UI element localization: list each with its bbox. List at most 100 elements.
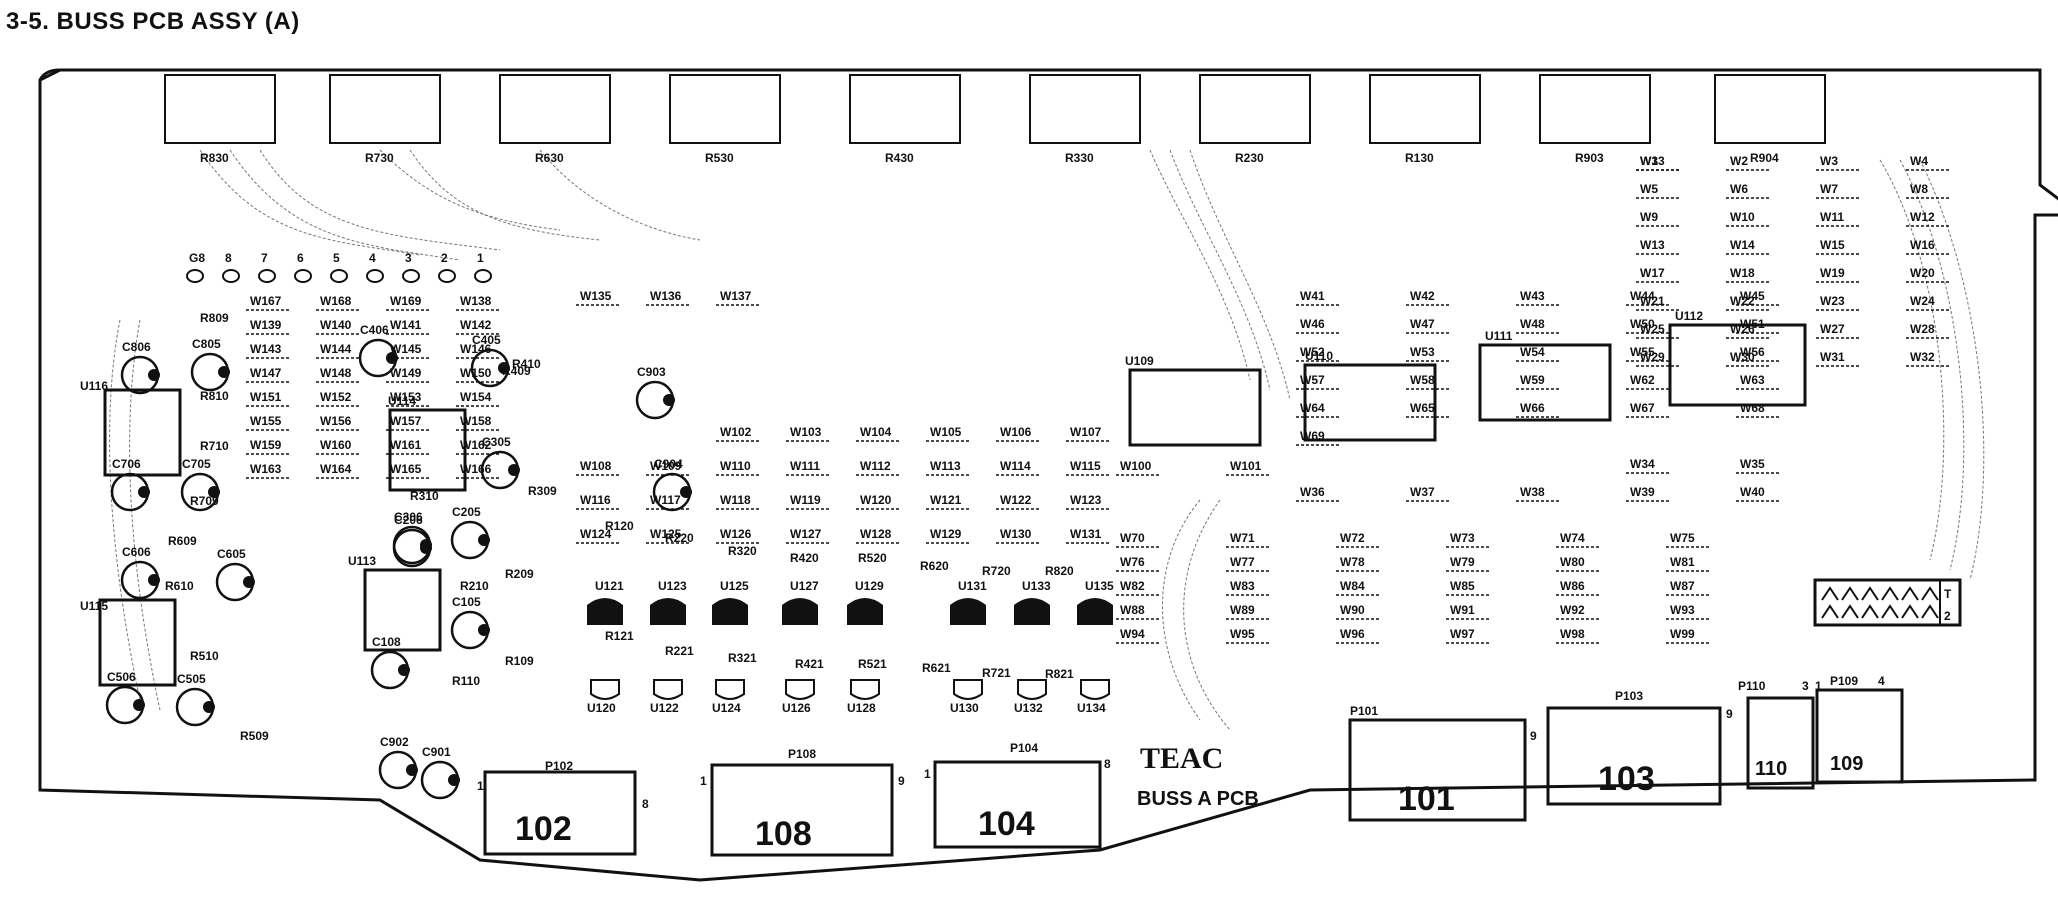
jumper-w122: W122	[996, 493, 1040, 510]
resistor-r709: R709	[190, 494, 219, 508]
jumper-w106: W106	[996, 425, 1040, 442]
resistor-r620: R620	[920, 559, 949, 573]
jumper-w135: W135	[576, 289, 620, 306]
jumper-w101: W101	[1226, 459, 1270, 476]
resistor-label: R810	[200, 389, 229, 403]
resistor-label: R420	[790, 551, 819, 565]
svg-text:1: 1	[477, 779, 484, 793]
jumper-w72: W72	[1336, 531, 1380, 548]
jumper-w117: W117	[646, 493, 690, 510]
connector-group: P102 102 1 8 P108 108 1 9 P104 104 1 8 P…	[477, 674, 1904, 857]
jumper-w97: W97	[1446, 627, 1490, 644]
jumper-w38: W38	[1516, 485, 1560, 502]
terminal-3: 3	[402, 251, 420, 283]
resistor-r121: R121	[605, 629, 634, 643]
jumper-w15: W15	[1816, 238, 1860, 255]
terminal-label: G8	[189, 251, 205, 265]
jumper-w32: W32	[1906, 350, 1950, 367]
jumper-w67: W67	[1626, 401, 1670, 418]
pcb-outline	[38, 68, 2058, 882]
jumper-w166: W166	[456, 462, 500, 479]
jumper-w3: W3	[1816, 154, 1860, 171]
jumper-label: W127	[790, 527, 822, 541]
jumper-w95: W95	[1226, 627, 1270, 644]
jumper-w154: W154	[456, 390, 500, 407]
jumper-w11: W11	[1816, 210, 1860, 227]
jumper-w156: W156	[316, 414, 360, 431]
jumper-label: W147	[250, 366, 282, 380]
jumper-w59: W59	[1516, 373, 1560, 390]
jumper-w84: W84	[1336, 579, 1380, 596]
connector-p109: P109 109 1 4	[1815, 674, 1904, 784]
top-resistor-r730: R730	[329, 74, 441, 165]
jumper-label: W110	[720, 459, 751, 473]
jumper-label: W123	[1070, 493, 1102, 507]
jumper-w124: W124	[576, 527, 620, 544]
regulator-u135: U135	[1077, 579, 1114, 625]
jumper-label: W88	[1120, 603, 1145, 617]
svg-text:U112: U112	[1675, 309, 1703, 323]
jumper-label: W135	[580, 289, 612, 303]
jumper-w136: W136	[646, 289, 690, 306]
resistor-label: R230	[1235, 151, 1264, 165]
svg-text:P109: P109	[1830, 674, 1858, 688]
jumper-label: W103	[790, 425, 822, 439]
resistor-label: R110	[452, 674, 480, 688]
resistor-r321: R321	[728, 651, 757, 665]
regulator-label: U120	[587, 701, 616, 715]
jumper-label: W47	[1410, 317, 1435, 331]
jumper-w12: W12	[1906, 210, 1950, 227]
capacitor-label: C205	[452, 505, 481, 519]
jumper-w75: W75	[1666, 531, 1710, 548]
jumper-w110: W110	[716, 459, 760, 476]
jumper-label: W121	[930, 493, 962, 507]
top-resistor-r330: R330	[1029, 74, 1141, 165]
jumper-label: W117	[650, 493, 681, 507]
capacitor-c902: C902	[378, 735, 418, 790]
jumper-label: W91	[1450, 603, 1475, 617]
capacitor-label: C706	[112, 457, 141, 471]
resistor-r209: R209	[505, 567, 534, 581]
jumper-label: W153	[390, 390, 422, 404]
jumper-label: W20	[1910, 266, 1935, 280]
jumper-w16: W16	[1906, 238, 1950, 255]
resistor-label: R410	[512, 357, 541, 371]
jumper-label: W38	[1520, 485, 1545, 499]
resistor-r721: R721	[982, 666, 1011, 680]
jumper-label: W164	[320, 462, 352, 476]
jumper-w143: W143	[246, 342, 290, 359]
jumper-label: W162	[460, 438, 492, 452]
jumper-label: W84	[1340, 579, 1365, 593]
svg-text:1: 1	[1815, 679, 1822, 693]
jumper-label: W77	[1230, 555, 1255, 569]
regulator-label: U132	[1014, 701, 1043, 715]
ic-u110: U110	[1303, 349, 1437, 442]
jumper-label: W12	[1910, 210, 1935, 224]
svg-text:U114: U114	[388, 394, 416, 408]
regulator-label: U123	[658, 579, 687, 593]
svg-text:U109: U109	[1125, 354, 1154, 368]
jumper-label: W161	[390, 438, 422, 452]
ic-u116: U116	[80, 379, 182, 477]
jumper-w151: W151	[246, 390, 290, 407]
svg-text:U110: U110	[1305, 349, 1333, 363]
jumper-w9: W9	[1636, 210, 1680, 227]
resistor-label: R709	[190, 494, 219, 508]
resistor-label: R210	[460, 579, 489, 593]
jumper-w86: W86	[1556, 579, 1600, 596]
jumper-w113: W113	[926, 459, 970, 476]
terminal-label: 7	[261, 251, 268, 265]
top-resistor-r430: R430	[849, 74, 961, 165]
jumper-label: W114	[1000, 459, 1031, 473]
capacitor-c904: C904	[652, 457, 692, 512]
jumper-w83: W83	[1226, 579, 1270, 596]
jumper-w119: W119	[786, 493, 830, 510]
jumper-w64: W64	[1296, 401, 1340, 418]
jumper-w47: W47	[1406, 317, 1450, 334]
jumper-label: W87	[1670, 579, 1695, 593]
capacitor-label: C305	[482, 435, 511, 449]
jumper-w162: W162	[456, 438, 500, 455]
regulator-u132: U132	[1014, 679, 1047, 715]
